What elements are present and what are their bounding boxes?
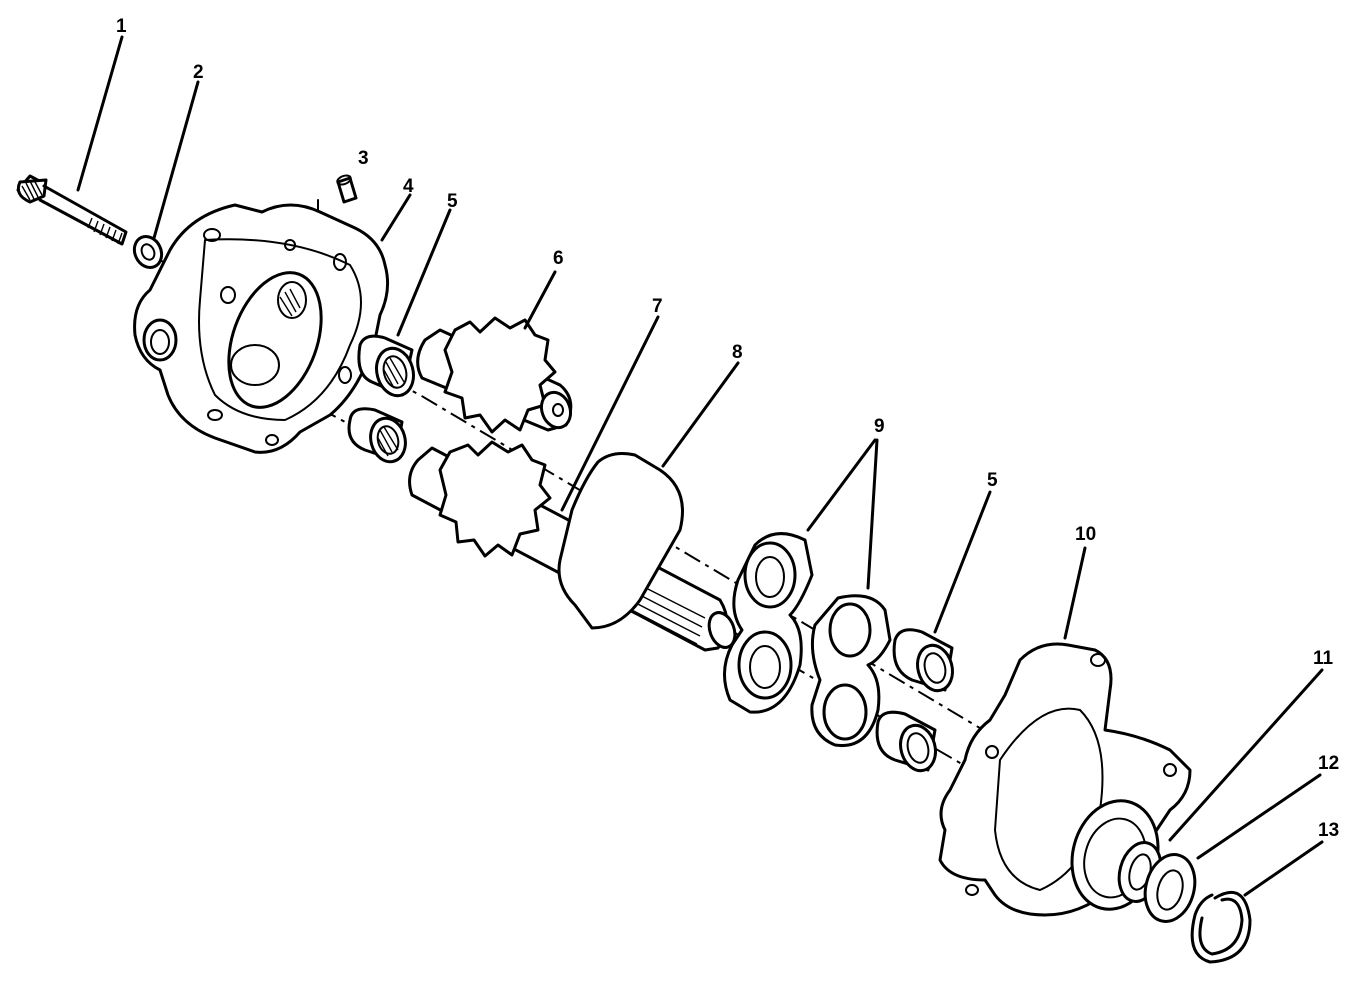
- part-1-cap-screw: [16, 174, 128, 246]
- callout-3: 3: [358, 148, 369, 169]
- callout-2: 2: [193, 62, 204, 83]
- callout-9: 9: [874, 416, 885, 437]
- part-13-retaining-ring: [1190, 891, 1252, 964]
- callout-6: 6: [553, 248, 564, 269]
- callout-8: 8: [732, 342, 743, 363]
- callout-labels: 1 2 3 4 5 6 7 8 9 5 10 11 12 13: [116, 16, 1339, 841]
- part-8-gasket: [557, 452, 684, 630]
- part-12-retainer: [1143, 853, 1197, 923]
- part-6-idler-gear: [416, 316, 573, 434]
- callout-7: 7: [652, 296, 663, 317]
- part-4-pump-body: [133, 203, 390, 454]
- part-2-washer: [132, 234, 164, 270]
- callout-11: 11: [1313, 648, 1334, 669]
- callout-4: 4: [403, 176, 414, 197]
- callout-5-lower: 5: [987, 470, 998, 491]
- callout-leader-lines: [76, 35, 1324, 897]
- part-9-wear-plate-seal: [723, 532, 892, 748]
- part-5-bearings-lower: [875, 628, 954, 773]
- callout-12: 12: [1318, 753, 1339, 774]
- part-5-bearings-upper: [347, 334, 415, 464]
- callout-10: 10: [1075, 524, 1096, 545]
- callout-13: 13: [1318, 820, 1339, 841]
- callout-5-upper: 5: [447, 191, 458, 212]
- callout-1: 1: [116, 16, 127, 37]
